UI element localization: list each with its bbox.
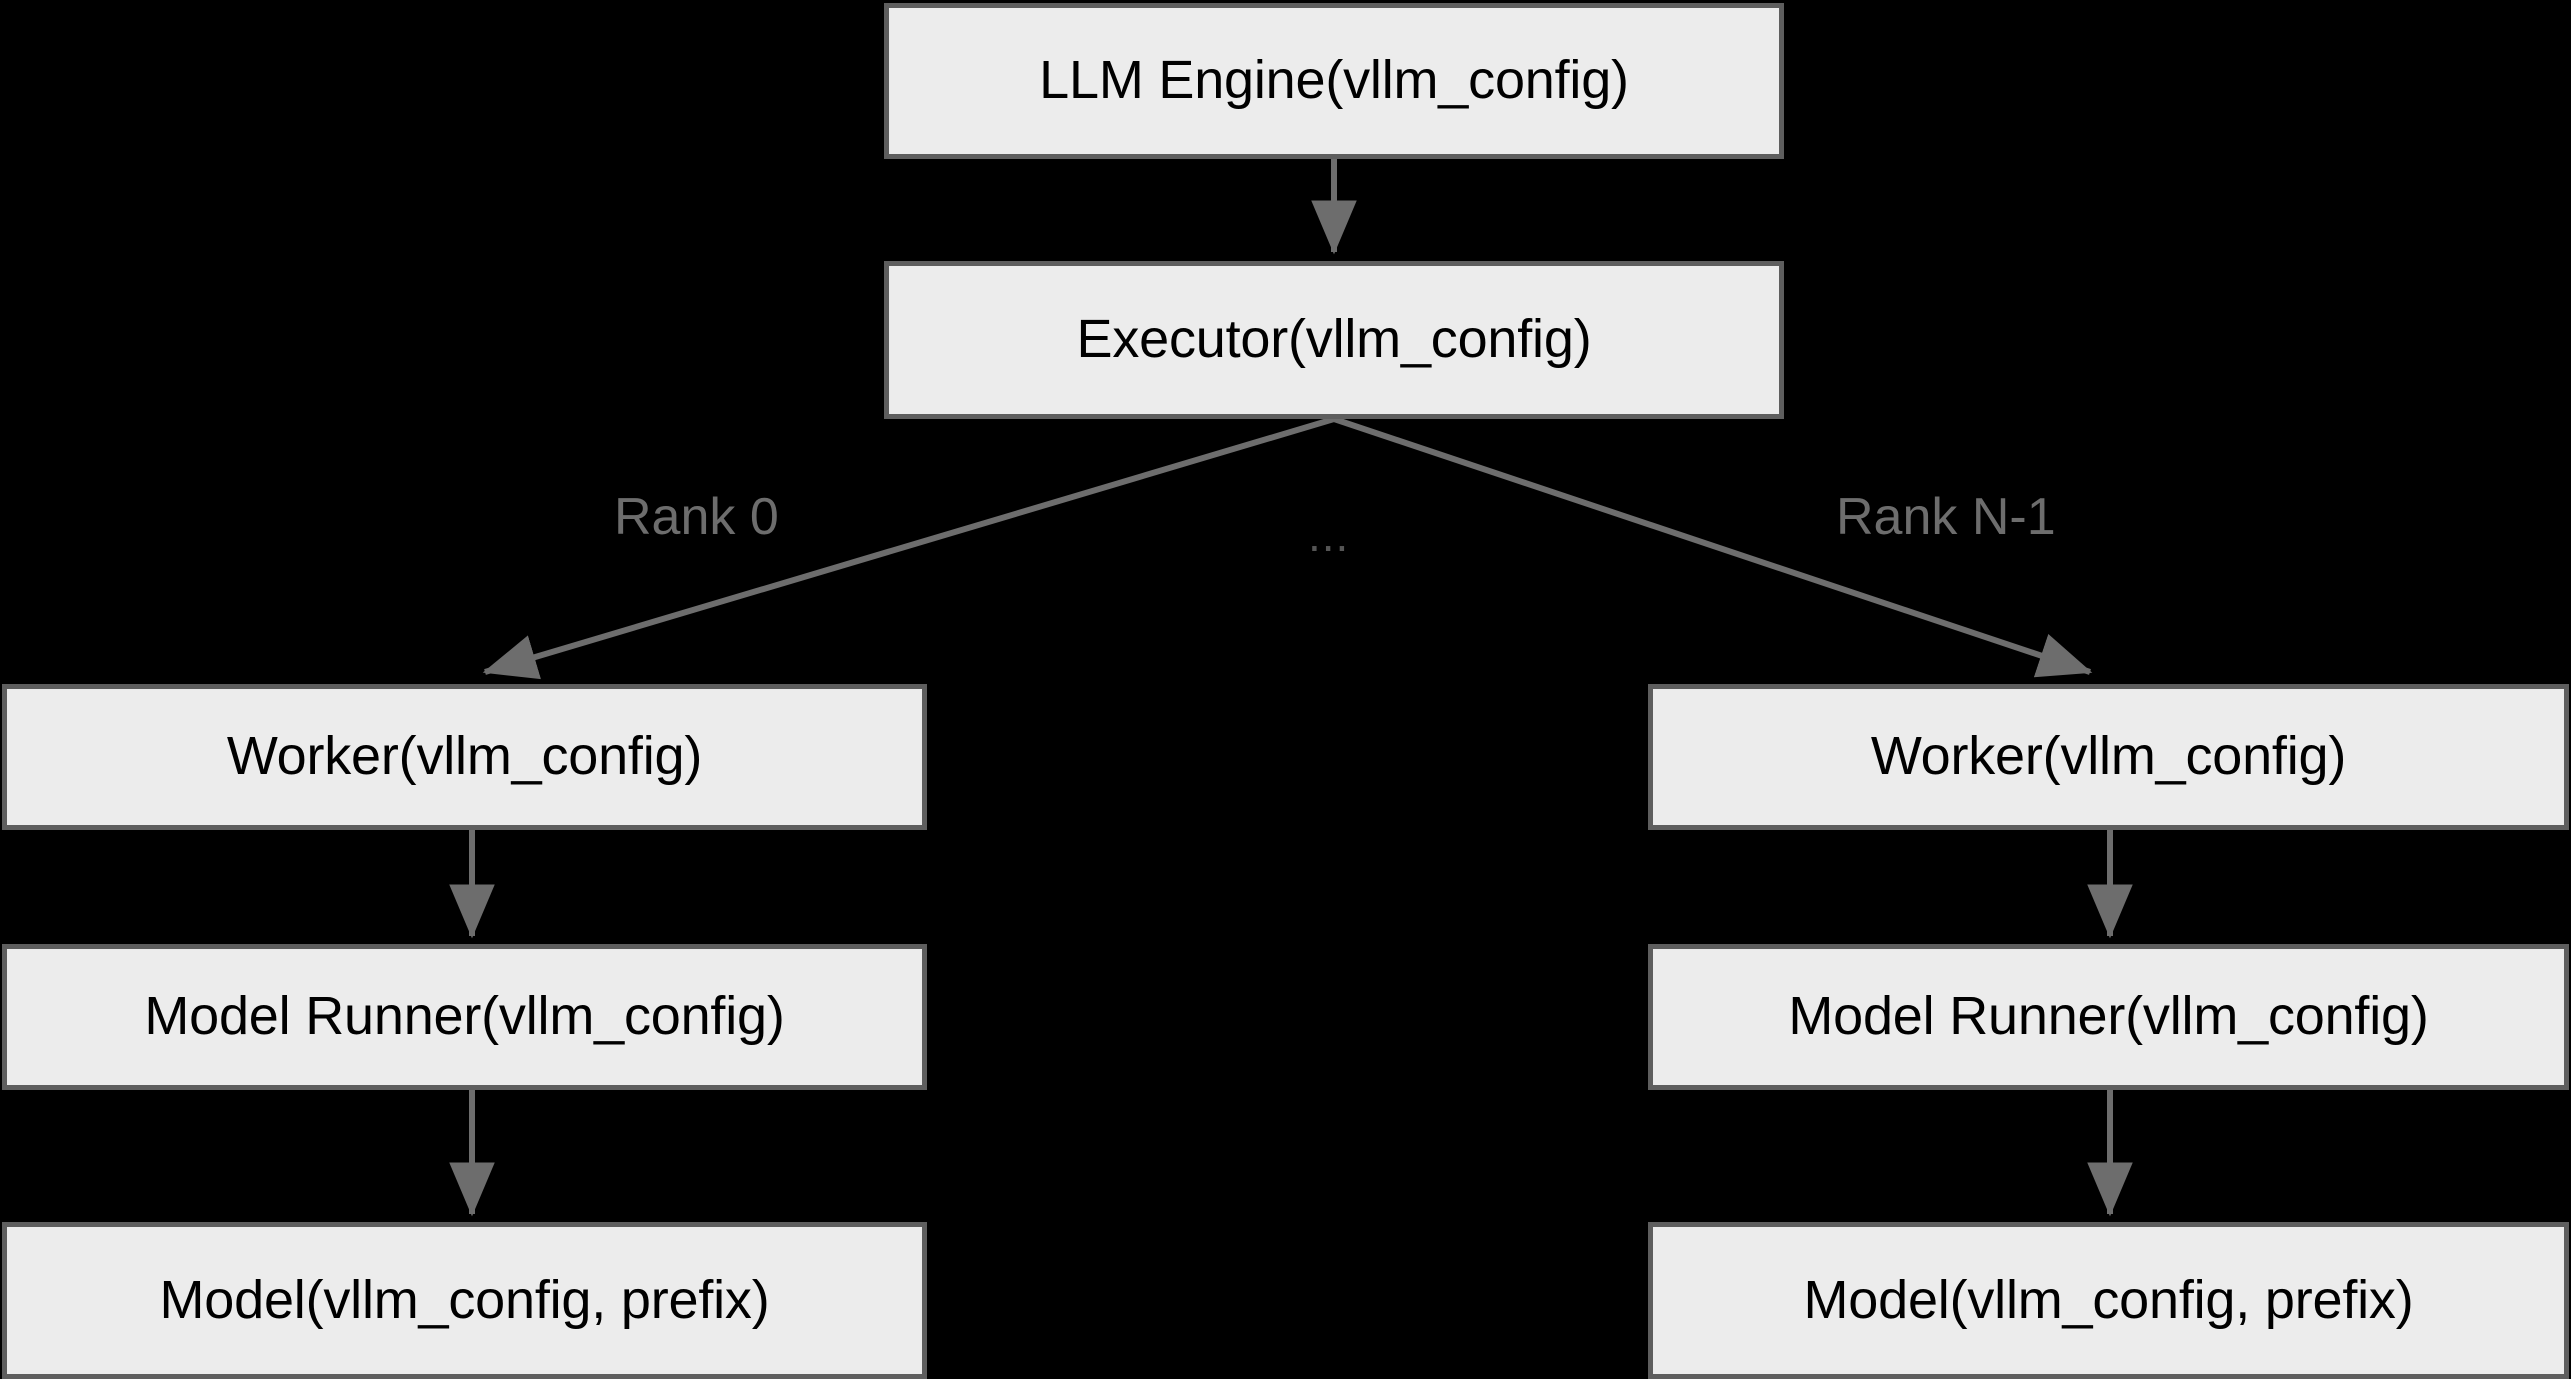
node-model-rank0[interactable]: Model(vllm_config, prefix) <box>2 1222 927 1379</box>
node-model-rank-n-minus-1[interactable]: Model(vllm_config, prefix) <box>1648 1222 2569 1379</box>
edge-label-rank-0: Rank 0 <box>614 488 779 546</box>
node-model-runner-rank-n-minus-1[interactable]: Model Runner(vllm_config) <box>1648 944 2569 1090</box>
node-worker-rank0[interactable]: Worker(vllm_config) <box>2 684 927 830</box>
edge-label-ellipsis: ... <box>1308 509 1350 561</box>
node-worker-rank-n-minus-1[interactable]: Worker(vllm_config) <box>1648 684 2569 830</box>
node-executor[interactable]: Executor(vllm_config) <box>884 261 1784 419</box>
node-llm-engine[interactable]: LLM Engine(vllm_config) <box>884 3 1784 159</box>
edge-executor-to-worker-rank0 <box>482 416 1335 680</box>
edge-label-rank-n-minus-1: Rank N-1 <box>1836 488 2056 546</box>
node-model-runner-rank0[interactable]: Model Runner(vllm_config) <box>2 944 927 1090</box>
